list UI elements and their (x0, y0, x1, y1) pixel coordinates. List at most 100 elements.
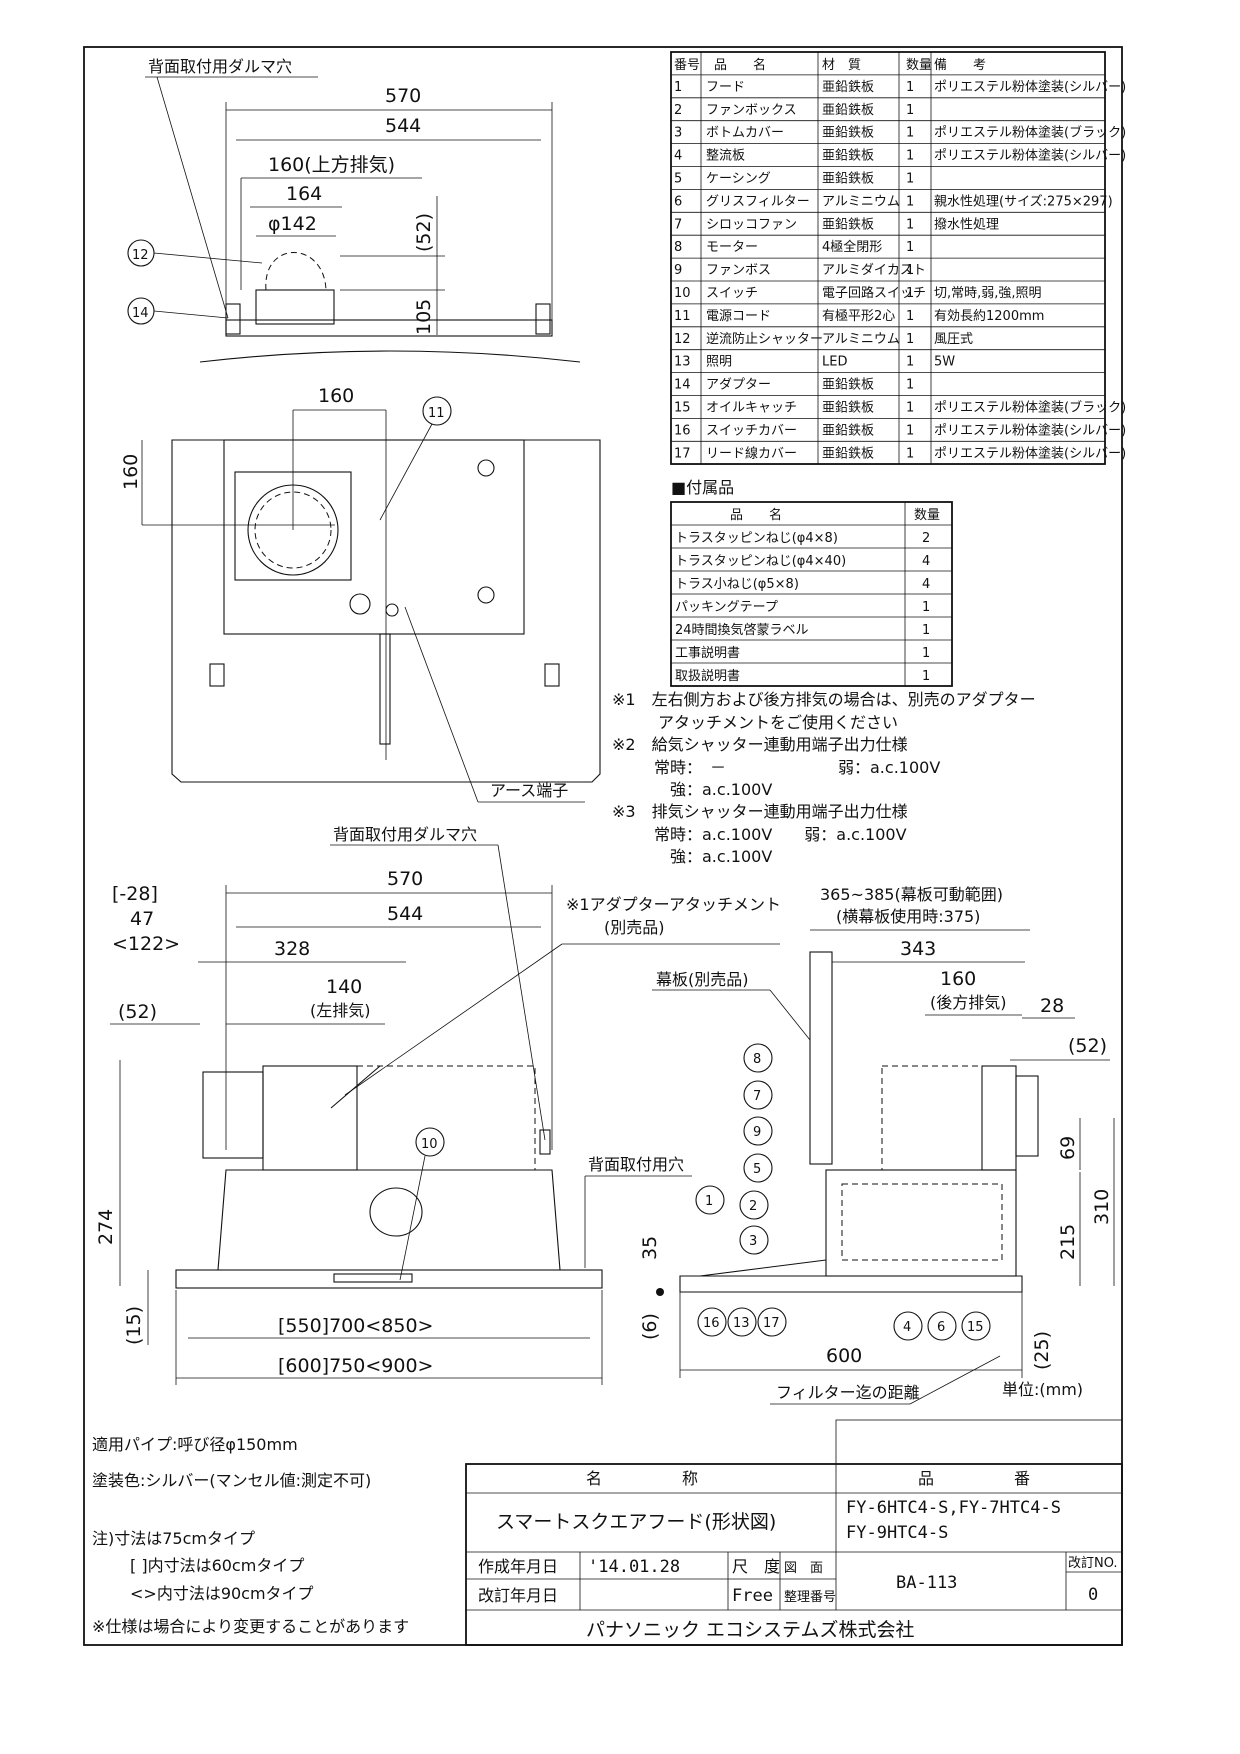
parts-cell: アルミニウム (822, 194, 900, 209)
parts-cell: 亜鉛鉄板 (822, 126, 874, 141)
spec-note-60: [ ]内寸法は60cmタイプ (130, 1556, 304, 1575)
front-dharma-label: 背面取付用ダルマ穴 (333, 825, 477, 844)
part-bubble (743, 1080, 773, 1110)
side-dim-160-note: (後方排気) (930, 993, 1007, 1012)
spec-note-90: <>内寸法は90cmタイプ (130, 1584, 314, 1603)
parts-cell: 7 (674, 217, 682, 232)
part-bubble-label: 7 (753, 1089, 761, 1104)
part-bubble-label: 8 (753, 1052, 761, 1067)
parts-cell: LED (822, 355, 847, 370)
parts-cell: ボトムカバー (706, 126, 784, 141)
parts-cell: 4 (674, 149, 682, 164)
side-filter-label: フィルター迄の距離 (776, 1383, 920, 1402)
front-dim-m28: [-28] (112, 883, 158, 905)
title-product-name: スマートスクエアフード(形状図) (496, 1511, 776, 1533)
part-bubble-label: 16 (703, 1316, 720, 1331)
top-dim-164: 164 (286, 183, 322, 205)
part-bubble (961, 1311, 991, 1341)
title-created-date: '14.01.28 (588, 1557, 680, 1577)
acc-name-cell: トラスタッピンねじ(φ4×40) (675, 554, 846, 569)
part-bubble (695, 1185, 725, 1215)
title-revision-label: 改訂NO. (1068, 1555, 1118, 1571)
part-bubble (739, 1190, 769, 1220)
side-dim-range: 365~385(幕板可動範囲) (820, 885, 1003, 904)
note-line-5: 強：a.c.100V (670, 780, 772, 799)
acc-header-cell: 数量 (914, 508, 940, 523)
parts-cell: 1 (906, 309, 914, 324)
parts-header-cell: 数量 (906, 58, 932, 73)
parts-cell: スイッチカバー (706, 423, 797, 438)
parts-header-cell: 備 考 (934, 57, 986, 73)
parts-cell: ポリエステル粉体塗装(シルバー) (934, 445, 1126, 461)
part-bubble-label: 13 (733, 1316, 750, 1331)
top-dharma-label: 背面取付用ダルマ穴 (148, 57, 292, 76)
side-dim-28: 28 (1040, 995, 1064, 1017)
parts-cell: 1 (906, 355, 914, 370)
accessories-title: ■付属品 (671, 478, 734, 497)
title-model-1: FY-6HTC4-S,FY-7HTC4-S (846, 1498, 1061, 1518)
plan-bubble-11: 11 (428, 406, 445, 421)
part-bubble (727, 1307, 757, 1337)
acc-name-cell: 取扱説明書 (675, 668, 740, 684)
part-bubble-label: 17 (763, 1316, 780, 1331)
front-dim-544: 544 (387, 903, 423, 925)
parts-cell: 逆流防止シャッター (706, 331, 823, 347)
parts-cell: ファンボス (706, 263, 771, 278)
plan-dim-160-v: 160 (120, 454, 142, 490)
parts-cell: 風圧式 (934, 332, 973, 347)
parts-cell: 整流板 (706, 149, 745, 164)
parts-cell: 10 (674, 286, 691, 301)
parts-cell: 亜鉛鉄板 (822, 217, 874, 232)
title-block: 名 称 品 番 スマートスクエアフード(形状図) FY-6HTC4-S,FY-7… (465, 1419, 1123, 1646)
top-dim-570: 570 (385, 85, 421, 107)
side-panel-label: 幕板(別売品) (656, 970, 749, 989)
side-dim-160: 160 (940, 968, 976, 990)
top-dim-52: (52) (413, 213, 435, 252)
acc-qty-cell: 1 (922, 669, 930, 684)
parts-cell: 1 (906, 126, 914, 141)
top-dim-105: 105 (413, 299, 435, 335)
side-dim-310: 310 (1091, 1189, 1113, 1225)
side-dim-69: 69 (1057, 1136, 1079, 1160)
acc-qty-cell: 4 (922, 554, 930, 569)
part-bubble-label: 15 (967, 1320, 984, 1335)
top-view: 背面取付用ダルマ穴 570 544 160(上方排気) 164 φ142 (52… (127, 57, 581, 363)
side-dim-range2: (横幕板使用時:375) (836, 907, 980, 926)
parts-cell: 16 (674, 423, 691, 438)
acc-qty-cell: 2 (922, 531, 930, 546)
part-bubble (743, 1116, 773, 1146)
acc-qty-cell: 1 (922, 646, 930, 661)
side-dim-343: 343 (900, 938, 936, 960)
parts-cell: モーター (706, 240, 758, 255)
parts-cell: アルミニウム (822, 332, 900, 347)
parts-header-cell: 材 質 (822, 58, 861, 73)
parts-cell: 亜鉛鉄板 (822, 103, 874, 118)
note-line-3: ※2 給気シャッター連動用端子出力仕様 (612, 735, 908, 754)
title-revision-value: 0 (1088, 1585, 1098, 1605)
parts-cell: 亜鉛鉄板 (822, 378, 874, 393)
parts-cell: 亜鉛鉄板 (822, 423, 874, 438)
parts-cell: 有効長約1200mm (934, 309, 1044, 324)
spec-notes: 適用パイプ:呼び径φ150mm 塗装色:シルバー(マンセル値:測定不可) 注)寸… (92, 1435, 409, 1636)
acc-name-cell: 工事説明書 (675, 645, 740, 661)
title-model-2: FY-9HTC4-S (846, 1523, 948, 1543)
parts-cell: 亜鉛鉄板 (822, 401, 874, 416)
spec-note-change: ※仕様は場合により変更することがあります (92, 1617, 409, 1636)
parts-cell: 1 (906, 172, 914, 187)
acc-qty-cell: 1 (922, 623, 930, 638)
parts-cell: ポリエステル粉体塗装(ブラック) (934, 400, 1126, 416)
plan-earth-label: アース端子 (490, 781, 568, 800)
accessories-table: 品 名数量トラスタッピンねじ(φ4×8)2トラスタッピンねじ(φ4×40)4トラ… (670, 501, 953, 687)
parts-cell: 電子回路スイッチ (822, 285, 926, 301)
front-view: 背面取付用ダルマ穴 570 544 [-28] 47 <122> 328 140… (95, 825, 781, 1385)
top-bubble-12: 12 (132, 248, 149, 263)
title-name-header: 名 称 (586, 1469, 698, 1488)
front-adapter-note: ※1アダプターアタッチメント (566, 895, 781, 914)
part-bubble-label: 6 (937, 1320, 945, 1335)
front-dim-140: 140 (326, 976, 362, 998)
spec-paint: 塗装色:シルバー(マンセル値:測定不可) (92, 1471, 371, 1490)
title-scale-value: Free (732, 1586, 773, 1606)
front-dim-274: 274 (95, 1209, 117, 1245)
plan-dim-160-h: 160 (318, 385, 354, 407)
part-bubble (743, 1043, 773, 1073)
